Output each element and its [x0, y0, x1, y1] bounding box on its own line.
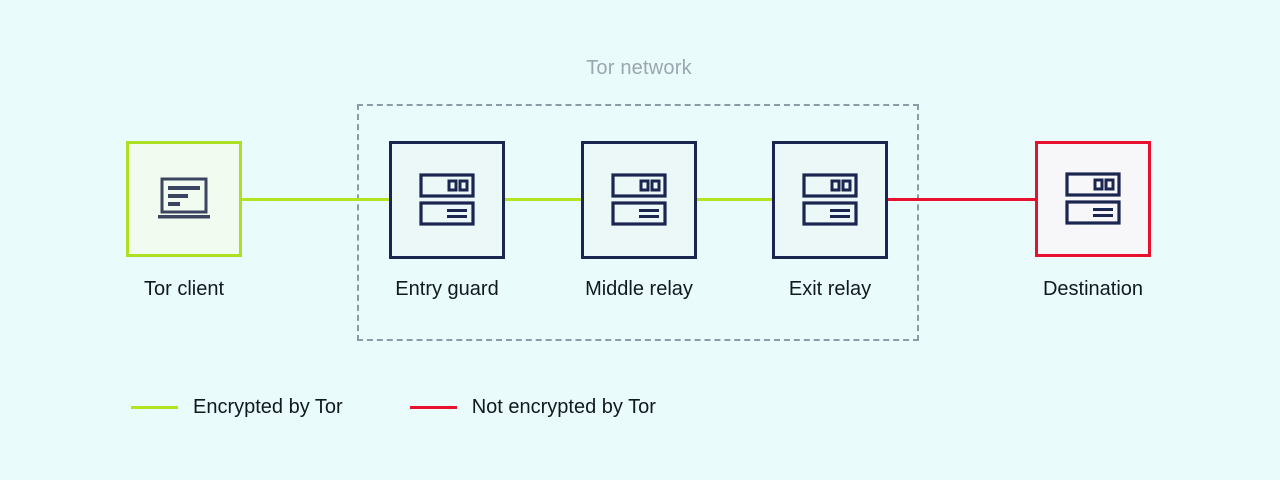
node-destination[interactable]: [1035, 141, 1151, 257]
server-icon: [610, 172, 668, 228]
legend-item-encrypted: Encrypted by Tor: [131, 396, 343, 419]
link-middle-to-exit: [695, 198, 774, 201]
node-entry-guard[interactable]: [389, 141, 505, 259]
laptop-icon: [156, 175, 212, 223]
legend-line-not-encrypted-icon: [409, 406, 457, 409]
tor-network-title: Tor network: [586, 57, 692, 79]
legend-label-encrypted: Encrypted by Tor: [193, 396, 343, 418]
link-exit-to-destination: [885, 198, 1035, 201]
server-icon: [418, 172, 476, 228]
legend: Encrypted by Tor Not encrypted by Tor: [131, 396, 656, 419]
node-label-tor-client: Tor client: [143, 278, 225, 300]
node-middle-relay[interactable]: [581, 141, 697, 259]
link-client-to-entry: [240, 198, 392, 201]
legend-item-not-encrypted: Not encrypted by Tor: [409, 396, 656, 419]
legend-label-not-encrypted: Not encrypted by Tor: [471, 396, 656, 418]
node-label-destination: Destination: [1042, 278, 1144, 300]
node-tor-client[interactable]: [126, 141, 242, 257]
link-entry-to-middle: [503, 198, 583, 201]
node-exit-relay[interactable]: [772, 141, 888, 259]
node-label-middle-relay: Middle relay: [585, 278, 693, 300]
server-icon: [1064, 171, 1122, 227]
node-label-entry-guard: Entry guard: [395, 278, 499, 300]
node-label-exit-relay: Exit relay: [788, 278, 872, 300]
legend-line-encrypted-icon: [131, 406, 178, 409]
server-icon: [801, 172, 859, 228]
tor-network-boundary: [357, 104, 919, 341]
